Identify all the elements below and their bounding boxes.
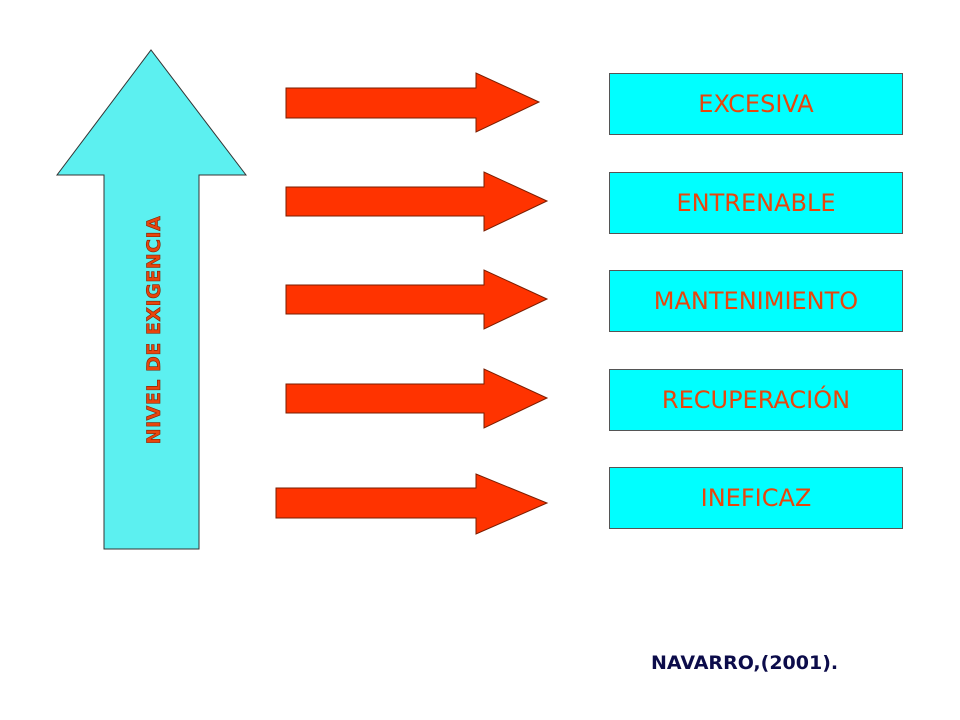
level-label: ENTRENABLE <box>676 189 836 217</box>
level-box-entrenable: ENTRENABLE <box>609 172 903 234</box>
axis-label: NIVEL DE EXIGENCIA <box>143 215 166 445</box>
citation: NAVARRO,(2001). <box>651 652 839 674</box>
level-box-mantenimiento: MANTENIMIENTO <box>609 270 903 332</box>
level-box-ineficaz: INEFICAZ <box>609 467 903 529</box>
level-label: EXCESIVA <box>698 90 814 118</box>
right-arrow-icon <box>285 368 549 429</box>
level-box-excesiva: EXCESIVA <box>609 73 903 135</box>
right-arrow-icon <box>285 171 549 232</box>
level-label: RECUPERACIÓN <box>661 386 851 414</box>
right-arrow-icon <box>275 473 549 535</box>
right-arrow-icon <box>285 72 541 133</box>
right-arrow-icon <box>285 269 549 330</box>
level-box-recuperacion: RECUPERACIÓN <box>609 369 903 431</box>
up-arrow-icon <box>55 49 248 550</box>
level-label: INEFICAZ <box>700 484 812 512</box>
level-label: MANTENIMIENTO <box>653 287 859 315</box>
